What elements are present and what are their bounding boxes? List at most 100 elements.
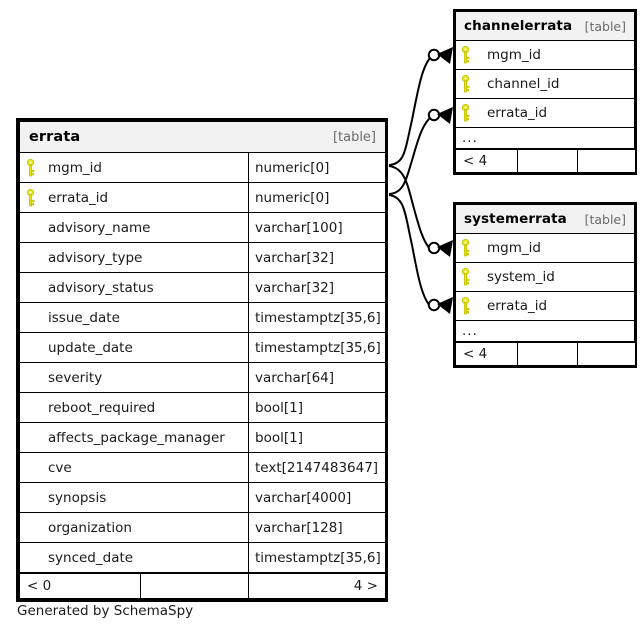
table-title: errata [29, 129, 81, 145]
key-icon [461, 267, 487, 286]
key-icon [461, 103, 487, 122]
column-label: synced_date [48, 549, 134, 566]
table-row[interactable]: mgm_id [455, 40, 635, 70]
table-row[interactable]: severity varchar[64] [19, 362, 387, 393]
column-name-cell: system_id [455, 262, 635, 292]
table-header-row: systemerrata [table] [455, 204, 635, 234]
key-icon [461, 45, 487, 64]
column-type: varchar[100] [247, 212, 387, 243]
column-type: bool[1] [247, 422, 387, 453]
footer-parent-count[interactable]: < 0 [19, 573, 141, 599]
table-header-systemerrata: systemerrata [table] [455, 204, 635, 234]
table-systemerrata[interactable]: systemerrata [table] mgm_id [453, 202, 637, 368]
column-name-cell: advisory_name [19, 212, 249, 243]
footer-middle [517, 342, 578, 366]
table-row[interactable]: mgm_id [455, 233, 635, 263]
table-header-channelerrata: channelerrata [table] [455, 11, 635, 41]
column-label: synopsis [48, 489, 107, 506]
column-label: update_date [48, 339, 133, 356]
column-name-cell: advisory_status [19, 272, 249, 303]
more-columns-row: ... [455, 320, 635, 342]
table-row[interactable]: reboot_required bool[1] [19, 392, 387, 423]
table-header-row: errata [table] [18, 121, 387, 153]
footer-middle [517, 149, 578, 173]
column-name-cell: organization [19, 512, 249, 543]
table-title: systemerrata [464, 211, 567, 227]
column-name-cell: synced_date [19, 542, 249, 573]
table-footer-systemerrata: < 4 [455, 342, 636, 366]
column-name-cell: issue_date [19, 302, 249, 333]
column-type: timestamptz[35,6] [247, 542, 387, 573]
table-header-errata: errata [table] [18, 121, 387, 153]
table-row[interactable]: mgm_id numeric[0] [19, 152, 387, 183]
column-label: errata_id [487, 105, 548, 121]
table-row[interactable]: cve text[2147483647] [19, 452, 387, 483]
key-icon-placeholder [26, 489, 48, 507]
table-row[interactable]: system_id [455, 262, 635, 292]
key-icon [461, 74, 487, 93]
edge-errata-errataid-to-channelerrata-errataid [388, 116, 432, 195]
table-row[interactable]: advisory_status varchar[32] [19, 272, 387, 303]
table-type-tag: [table] [584, 18, 626, 34]
footer-child-count [577, 149, 636, 173]
table-row[interactable]: errata_id [455, 98, 635, 128]
edge-endpoint-circle [427, 48, 441, 62]
key-icon-placeholder [26, 399, 48, 417]
column-name-cell: errata_id [19, 182, 249, 213]
column-type: varchar[32] [247, 242, 387, 273]
table-errata[interactable]: errata [table] mgm_id nu [16, 118, 388, 602]
table-row[interactable]: advisory_name varchar[100] [19, 212, 387, 243]
table-title: channelerrata [464, 18, 573, 34]
column-type: numeric[0] [247, 182, 387, 213]
table-type-tag: [table] [332, 129, 377, 145]
table-footer-row: < 0 4 > [19, 573, 386, 599]
column-name-cell: synopsis [19, 482, 249, 513]
table-type-tag: [table] [584, 211, 626, 227]
table-footer-row: < 4 [455, 342, 636, 366]
column-name-cell: update_date [19, 332, 249, 363]
key-icon-placeholder [26, 549, 48, 567]
table-row[interactable]: issue_date timestamptz[35,6] [19, 302, 387, 333]
column-type: varchar[4000] [247, 482, 387, 513]
edge-errata-mgmid-to-channelerrata-mgmid [388, 56, 432, 166]
footer-child-count[interactable]: 4 > [248, 573, 386, 599]
key-icon-placeholder [26, 369, 48, 387]
table-row[interactable]: synopsis varchar[4000] [19, 482, 387, 513]
table-row[interactable]: update_date timestamptz[35,6] [19, 332, 387, 363]
column-label: errata_id [487, 298, 548, 314]
table-row[interactable]: channel_id [455, 69, 635, 99]
table-row[interactable]: affects_package_manager bool[1] [19, 422, 387, 453]
generated-by-caption: Generated by SchemaSpy [17, 603, 194, 619]
column-label: advisory_name [48, 219, 151, 236]
edge-endpoint-circle [427, 108, 441, 122]
footer-parent-count[interactable]: < 4 [455, 149, 518, 173]
edge-arrowhead [437, 47, 453, 64]
column-name-cell: mgm_id [19, 152, 249, 183]
column-label: channel_id [487, 76, 560, 92]
table-row[interactable]: errata_id [455, 291, 635, 321]
column-type: timestamptz[35,6] [247, 302, 387, 333]
column-name-cell: cve [19, 452, 249, 483]
column-type: text[2147483647] [247, 452, 387, 483]
column-label: severity [48, 369, 103, 386]
column-name-cell: reboot_required [19, 392, 249, 423]
key-icon-placeholder [26, 219, 48, 237]
table-row[interactable]: advisory_type varchar[32] [19, 242, 387, 273]
column-label: errata_id [48, 189, 109, 206]
table-footer-errata: < 0 4 > [19, 573, 386, 599]
edge-errata-errataid-to-systemerrata-errataid [388, 194, 432, 308]
column-label: system_id [487, 269, 555, 285]
column-name-cell: affects_package_manager [19, 422, 249, 453]
table-channelerrata[interactable]: channelerrata [table] mgm_id [453, 9, 637, 175]
column-label: issue_date [48, 309, 120, 326]
column-type: numeric[0] [247, 152, 387, 183]
footer-parent-count[interactable]: < 4 [455, 342, 518, 366]
table-footer-row: < 4 [455, 149, 636, 173]
column-label: advisory_status [48, 279, 154, 296]
edge-endpoint-circle [427, 241, 441, 255]
table-row[interactable]: errata_id numeric[0] [19, 182, 387, 213]
key-icon [461, 238, 487, 257]
table-row[interactable]: synced_date timestamptz[35,6] [19, 542, 387, 573]
table-row[interactable]: organization varchar[128] [19, 512, 387, 543]
column-type: bool[1] [247, 392, 387, 423]
